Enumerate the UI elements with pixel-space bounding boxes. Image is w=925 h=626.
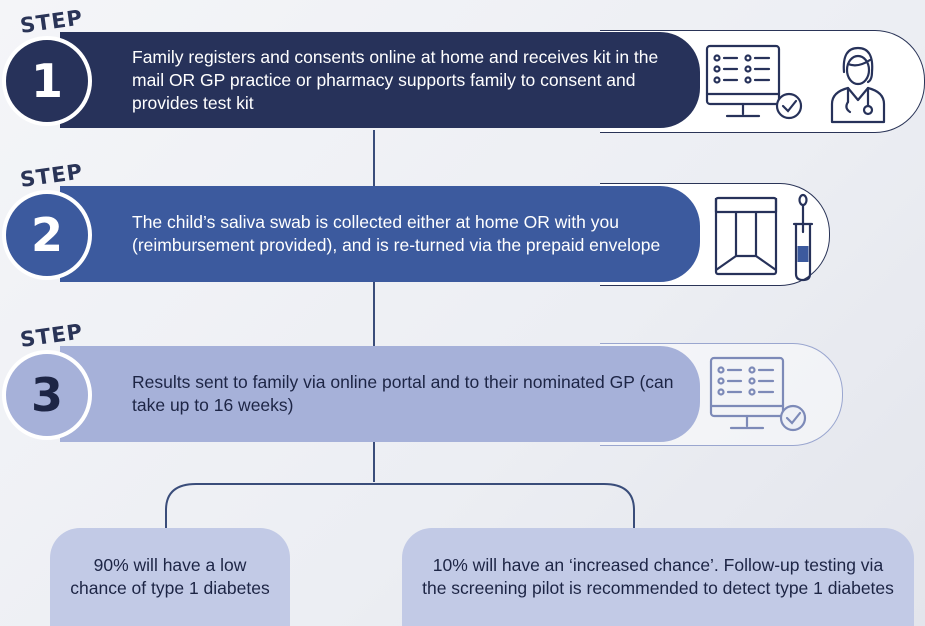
step-connector-line bbox=[373, 130, 375, 480]
outcome-increased-chance-text: 10% will have an ‘increased chance’. Fol… bbox=[422, 555, 894, 598]
doctor-icon bbox=[830, 46, 886, 124]
step-2-number-badge: 2 bbox=[2, 190, 92, 280]
step-3-number: 3 bbox=[30, 368, 63, 422]
step-2-bar: The child’s saliva swab is collected eit… bbox=[60, 186, 700, 282]
step-1-number: 1 bbox=[30, 54, 63, 108]
step-1-text: Family registers and consents online at … bbox=[132, 46, 659, 113]
outcome-increased-chance: 10% will have an ‘increased chance’. Fol… bbox=[402, 528, 914, 626]
outcome-low-chance-text: 90% will have a low chance of type 1 dia… bbox=[70, 555, 270, 598]
step-2-text: The child’s saliva swab is collected eit… bbox=[132, 212, 661, 255]
step-2-number: 2 bbox=[30, 208, 63, 262]
outcome-branch-connector bbox=[165, 470, 635, 540]
outcome-low-chance: 90% will have a low chance of type 1 dia… bbox=[50, 528, 290, 626]
step-3-number-badge: 3 bbox=[2, 350, 92, 440]
step-1-number-badge: 1 bbox=[2, 36, 92, 126]
computer-checklist-icon bbox=[709, 356, 807, 432]
envelope-icon bbox=[714, 196, 778, 276]
step-3-text: Results sent to family via online portal… bbox=[132, 372, 674, 415]
swab-tube-icon bbox=[792, 193, 814, 282]
step-1-bar: Family registers and consents online at … bbox=[60, 32, 700, 128]
step-3-bar: Results sent to family via online portal… bbox=[60, 346, 700, 442]
computer-checklist-icon bbox=[705, 44, 803, 120]
